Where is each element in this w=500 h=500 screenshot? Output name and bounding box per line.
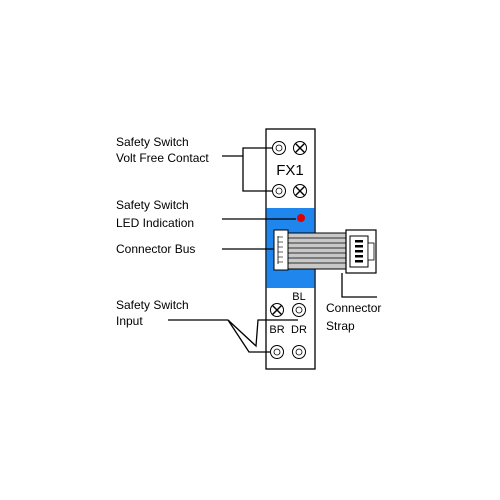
label-volt-free-line2: Volt Free Contact (116, 151, 209, 165)
connector-strap (287, 229, 377, 274)
label-connector-bus: Connector Bus (116, 242, 195, 256)
terminal-top-left-1 (272, 141, 286, 155)
label-led-line2: LED Indication (116, 216, 194, 230)
terminal-label-dr: DR (291, 324, 307, 336)
label-led-line1: Safety Switch (116, 198, 189, 212)
terminal-bottom-left-1 (270, 303, 284, 317)
led-icon (297, 214, 305, 222)
terminal-bottom-left-2 (270, 345, 284, 359)
leader-lines (168, 147, 377, 353)
label-input-line1: Safety Switch (116, 298, 189, 312)
terminal-bottom-right-1 (292, 303, 306, 317)
terminal-top-right-1 (293, 141, 307, 155)
terminal-top-right-2 (293, 184, 307, 198)
terminal-bottom-right-2 (292, 345, 306, 359)
terminal-label-bl: BL (292, 291, 305, 303)
terminal-label-br: BR (269, 324, 284, 336)
label-input-line2: Input (116, 314, 143, 328)
label-strap-line1: Connector (326, 301, 381, 315)
module-title: FX1 (276, 162, 304, 179)
connector-bus (273, 229, 289, 271)
terminal-top-left-2 (272, 184, 286, 198)
label-volt-free-line1: Safety Switch (116, 135, 189, 149)
label-strap-line2: Strap (326, 319, 355, 333)
